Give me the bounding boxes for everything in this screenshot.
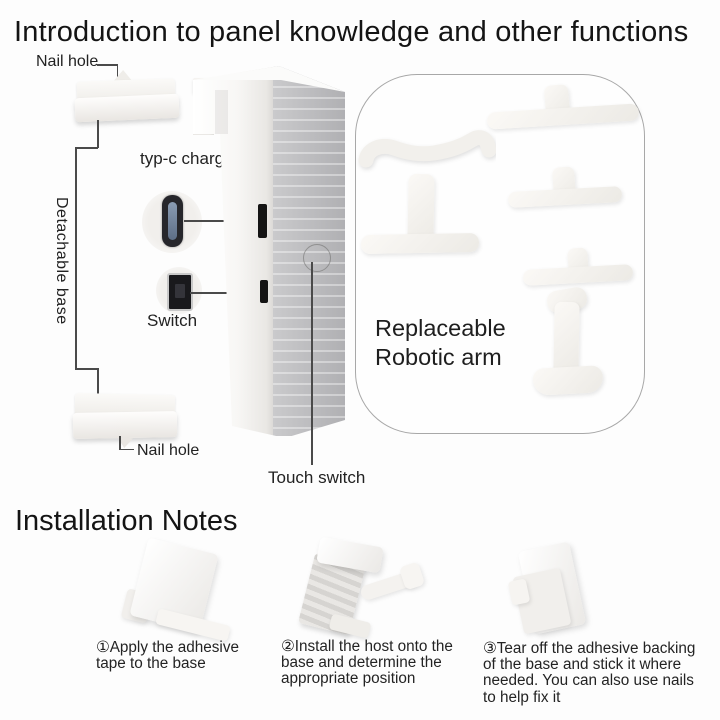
usb-c-slot-icon — [258, 204, 267, 238]
bottom-bracket-photo — [72, 392, 179, 448]
nail-hole-top-callout-line — [97, 64, 118, 66]
touch-switch-label: Touch switch — [268, 468, 366, 487]
touch-switch-circle-icon — [303, 244, 331, 272]
nail-hole-bottom-callout-line — [119, 436, 121, 450]
usb-c-port-icon — [162, 195, 183, 247]
detachable-base-bracket-line — [97, 120, 99, 148]
arm-piece-t2 — [360, 232, 480, 255]
nail-hole-bottom-label: Nail hole — [137, 442, 200, 459]
typc-charging-label: typ-c charging — [140, 149, 247, 168]
detachable-base-label: Detachable base — [53, 197, 70, 325]
usb-c-callout-line — [184, 220, 257, 222]
step3-photo — [498, 541, 613, 647]
nail-hole-top-callout-line2 — [116, 64, 118, 80]
step1-photo — [98, 537, 243, 643]
switch-label: Switch — [147, 311, 198, 330]
step1-caption: ①Apply the adhesive tape to the base — [96, 639, 239, 673]
arm-piece-hook — [358, 130, 496, 168]
page-title: Introduction to panel knowledge and othe… — [14, 16, 689, 48]
installation-notes-heading: Installation Notes — [15, 505, 238, 537]
step2-caption: ②Install the host onto the base and dete… — [281, 638, 453, 688]
nail-hole-top-label: Nail hole — [36, 53, 99, 70]
host-panel-photo — [193, 64, 345, 436]
touch-switch-callout-line — [311, 262, 313, 465]
arm-piece-vertical-stem — [553, 301, 580, 375]
step2-photo — [288, 536, 433, 639]
switch-slot-icon — [260, 280, 268, 303]
arm-piece-vertical-foot — [532, 365, 604, 396]
switch-callout-line — [190, 292, 262, 294]
top-bracket-photo — [74, 70, 181, 124]
replaceable-arm-label: Replaceable Robotic arm — [375, 315, 506, 371]
step3-caption: ③Tear off the adhesive backing of the ba… — [483, 640, 696, 706]
panel-front-face — [193, 66, 273, 436]
